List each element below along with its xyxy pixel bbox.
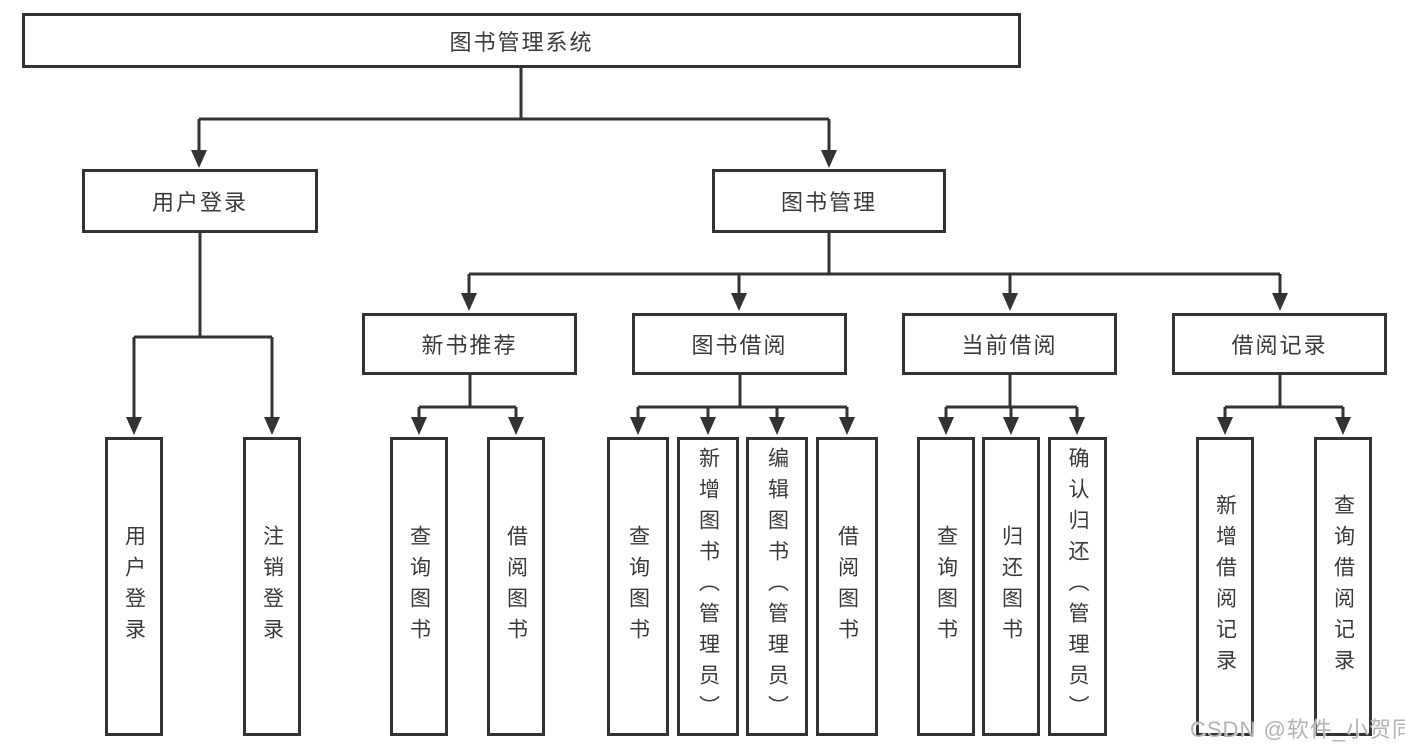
node-new-book-recommend: 新书推荐 <box>362 313 577 375</box>
node-current-borrow: 当前借阅 <box>902 313 1117 375</box>
node-book-borrow: 图书借阅 <box>632 313 847 375</box>
node-label: 注销登录 <box>260 524 284 649</box>
node-borrow-record: 借阅记录 <box>1172 313 1387 375</box>
leaf-confirm-return-admin: 确认归还（管理员） <box>1048 437 1107 736</box>
node-label: 查询借阅记录 <box>1331 493 1355 680</box>
leaf-query-borrow-record: 查询借阅记录 <box>1314 437 1372 736</box>
node-user-login: 用户登录 <box>82 169 318 233</box>
leaf-add-book-admin: 新增图书（管理员） <box>677 437 739 736</box>
node-label: 用户登录 <box>122 524 146 649</box>
connector-currentborrow-to-leaves <box>944 375 1079 419</box>
leaf-user-login: 用户登录 <box>105 437 163 736</box>
node-book-management: 图书管理 <box>712 169 946 233</box>
leaf-logout: 注销登录 <box>243 437 301 736</box>
csdn-watermark: CSDN @软件_小贺同学 <box>1190 717 1405 742</box>
node-label: 编辑图书（管理员） <box>765 447 789 726</box>
node-label: 归还图书 <box>999 524 1023 649</box>
connector-bookmgmt-to-level3 <box>467 232 1282 295</box>
leaf-borrow-book: 借阅图书 <box>816 437 878 736</box>
node-label: 查询图书 <box>407 524 431 649</box>
connector-newbook-to-leaves <box>417 375 518 419</box>
leaf-borrow-book-recommend: 借阅图书 <box>487 437 545 736</box>
leaf-query-book-recommend: 查询图书 <box>390 437 448 736</box>
connector-root-to-level2 <box>197 68 831 152</box>
connector-bookborrow-to-leaves <box>636 375 849 419</box>
node-label: 新增借阅记录 <box>1213 493 1237 680</box>
node-label: 查询图书 <box>934 524 958 649</box>
leaf-add-borrow-record: 新增借阅记录 <box>1196 437 1254 736</box>
node-root: 图书管理系统 <box>22 13 1021 68</box>
leaf-query-book-current: 查询图书 <box>917 437 975 736</box>
node-label: 借阅图书 <box>835 524 859 649</box>
node-label: 新增图书（管理员） <box>696 447 720 726</box>
node-label: 查询图书 <box>626 524 650 649</box>
connector-userlogin-to-leaves <box>132 233 274 419</box>
leaf-edit-book-admin: 编辑图书（管理员） <box>746 437 808 736</box>
leaf-return-book: 归还图书 <box>982 437 1040 736</box>
connector-borrowrecord-to-leaves <box>1223 375 1345 419</box>
node-label: 借阅图书 <box>504 524 528 649</box>
leaf-query-book-borrow: 查询图书 <box>607 437 669 736</box>
node-label: 确认归还（管理员） <box>1066 447 1089 726</box>
